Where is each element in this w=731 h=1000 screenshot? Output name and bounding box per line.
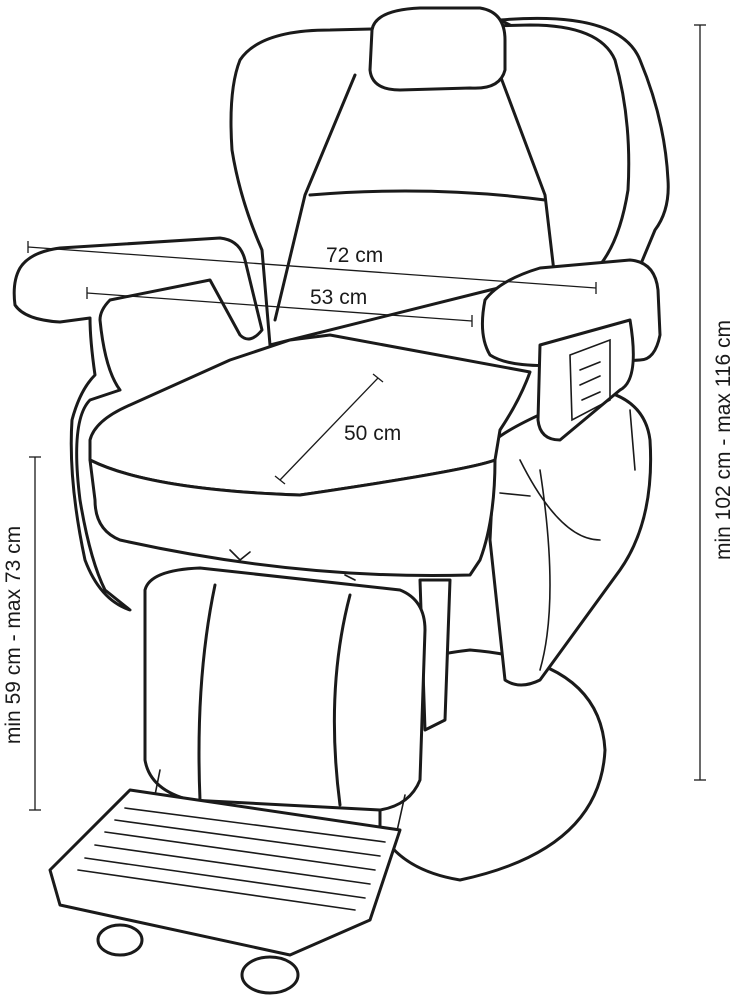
overall-height-label: min 102 cm - max 116 cm	[712, 320, 731, 560]
chair-right-side-panel	[488, 388, 653, 687]
left-armrest	[12, 236, 264, 612]
side-panel-detail	[499, 409, 636, 671]
backrest-center-panel	[273, 73, 557, 322]
chair-drawing	[12, 6, 670, 995]
dimension-seat-depth: 50 cm	[274, 373, 401, 485]
dimension-overall-height: min 102 cm - max 116 cm	[694, 24, 731, 781]
seat-depth-label: 50 cm	[344, 422, 401, 445]
footrest-treads	[77, 807, 386, 911]
footrest	[48, 788, 402, 957]
seat-front	[88, 458, 497, 578]
headrest	[368, 6, 507, 92]
caster-right	[240, 955, 300, 995]
caster-left	[96, 923, 144, 957]
seat-height-label: min 59 cm - max 73 cm	[2, 526, 25, 744]
leg-rest-seams	[197, 583, 352, 807]
seat-width-label: 53 cm	[310, 286, 367, 309]
leg-rest	[143, 566, 427, 812]
dimension-seat-height: min 59 cm - max 73 cm	[2, 456, 41, 811]
overall-width-label: 72 cm	[326, 244, 383, 267]
control-buttons	[569, 338, 611, 422]
dimension-seat-width: 53 cm	[86, 286, 473, 327]
dimension-overall-width: 72 cm	[27, 241, 597, 294]
